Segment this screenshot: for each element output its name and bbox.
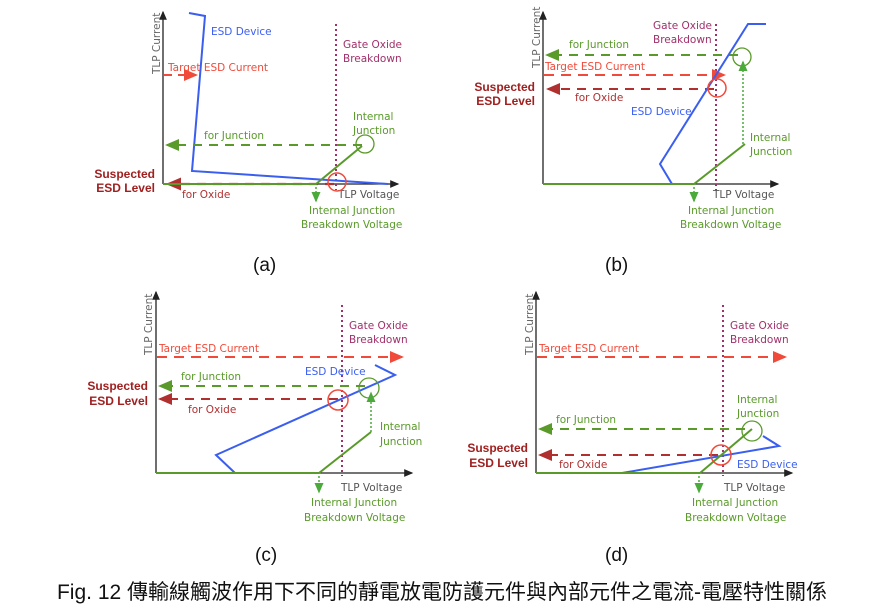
- internal-junction-label: Internal: [737, 394, 777, 406]
- for-junction-label: for Junction: [204, 130, 264, 142]
- oxide-limit-marker: [327, 172, 347, 192]
- target-current-label: Target ESD Current: [158, 343, 259, 355]
- internal-junction-curve: [156, 431, 372, 474]
- suspected-esd-level: Suspected: [467, 441, 528, 455]
- target-current-label: Target ESD Current: [544, 61, 645, 73]
- x-axis-label: TLP Voltage: [337, 189, 399, 201]
- oxide-limit-marker: [707, 78, 727, 98]
- suspected-esd-level: ESD Level: [469, 456, 528, 470]
- esd-device-label: ESD Device: [305, 366, 366, 378]
- suspected-esd-level: Suspected: [474, 80, 535, 94]
- panel-label: (a): [253, 255, 276, 276]
- internal-junction-label: Junction: [352, 125, 395, 137]
- internal-junction-label: Internal: [750, 132, 790, 144]
- internal-junction-curve: [543, 143, 746, 185]
- target-current-label: Target ESD Current: [538, 343, 639, 355]
- internal-junction-label: Junction: [749, 146, 792, 158]
- for-junction-label: for Junction: [569, 39, 629, 51]
- suspected-esd-level: Suspected: [87, 379, 148, 393]
- y-axis-label: TLP Current: [524, 294, 536, 356]
- junction-limit-marker: [358, 377, 380, 399]
- breakdown-voltage-label: Breakdown Voltage: [301, 219, 402, 231]
- breakdown-voltage-label: Breakdown Voltage: [685, 512, 786, 524]
- for-oxide-label: for Oxide: [188, 404, 236, 416]
- esd-device-curve: [188, 12, 389, 185]
- internal-junction-label: Junction: [736, 408, 779, 420]
- esd-device-label: ESD Device: [631, 106, 692, 118]
- breakdown-voltage-label: Internal Junction: [311, 497, 397, 509]
- junction-limit-marker: [732, 47, 752, 67]
- suspected-esd-level: ESD Level: [476, 94, 535, 108]
- breakdown-voltage-label: Breakdown Voltage: [304, 512, 405, 524]
- for-junction-label: for Junction: [181, 371, 241, 383]
- x-axis-label: TLP Voltage: [723, 482, 785, 494]
- panel-b: TLP Current TLP Voltage Gate Oxide Break…: [474, 7, 792, 276]
- esd-device-curve: [214, 364, 398, 474]
- junction-limit-marker: [355, 134, 375, 154]
- panel-label: (c): [255, 545, 277, 566]
- breakdown-voltage-label: Internal Junction: [692, 497, 778, 509]
- x-axis-label: TLP Voltage: [712, 189, 774, 201]
- for-oxide-label: for Oxide: [182, 189, 230, 201]
- suspected-esd-level: Suspected: [94, 167, 155, 181]
- gate-oxide-label: Breakdown: [349, 334, 408, 346]
- breakdown-voltage-label: Internal Junction: [688, 205, 774, 217]
- y-axis-label: TLP Current: [531, 7, 543, 69]
- esd-device-label: ESD Device: [737, 459, 798, 471]
- suspected-esd-level: ESD Level: [96, 181, 155, 195]
- internal-junction-curve: [536, 428, 753, 474]
- panel-label: (b): [605, 255, 628, 276]
- internal-junction-label: Internal: [353, 111, 393, 123]
- gate-oxide-label: Gate Oxide: [343, 39, 402, 51]
- gate-oxide-label: Breakdown: [730, 334, 789, 346]
- breakdown-voltage-label: Internal Junction: [309, 205, 395, 217]
- suspected-esd-level: ESD Level: [89, 394, 148, 408]
- figure-caption: Fig. 12 傳輸線觸波作用下不同的靜電放電防護元件與內部元件之電流-電壓特性…: [56, 581, 828, 604]
- esd-device-curve: [658, 23, 766, 185]
- breakdown-voltage-label: Breakdown Voltage: [680, 219, 781, 231]
- gate-oxide-label: Gate Oxide: [349, 320, 408, 332]
- for-oxide-label: for Oxide: [575, 92, 623, 104]
- internal-junction-label: Junction: [379, 436, 422, 448]
- y-axis-label: TLP Current: [151, 13, 163, 75]
- panel-d: TLP Current TLP Voltage Gate Oxide Break…: [467, 290, 798, 566]
- junction-limit-marker: [741, 420, 763, 442]
- panel-c: TLP Current TLP Voltage Gate Oxide Break…: [87, 290, 422, 566]
- target-current-label: Target ESD Current: [167, 62, 268, 74]
- esd-device-label: ESD Device: [211, 26, 272, 38]
- oxide-limit-marker: [327, 389, 349, 411]
- panel-label: (d): [605, 545, 628, 566]
- internal-junction-curve: [163, 145, 363, 185]
- for-oxide-label: for Oxide: [559, 459, 607, 471]
- oxide-limit-marker: [710, 444, 732, 466]
- panel-a: TLP Current TLP Voltage Gate Oxide Break…: [94, 10, 402, 276]
- gate-oxide-label: Breakdown: [343, 53, 402, 65]
- gate-oxide-label: Gate Oxide: [653, 20, 712, 32]
- gate-oxide-label: Breakdown: [653, 34, 712, 46]
- y-axis-label: TLP Current: [143, 294, 155, 356]
- for-junction-label: for Junction: [556, 414, 616, 426]
- internal-junction-label: Internal: [380, 421, 420, 433]
- gate-oxide-label: Gate Oxide: [730, 320, 789, 332]
- x-axis-label: TLP Voltage: [340, 482, 402, 494]
